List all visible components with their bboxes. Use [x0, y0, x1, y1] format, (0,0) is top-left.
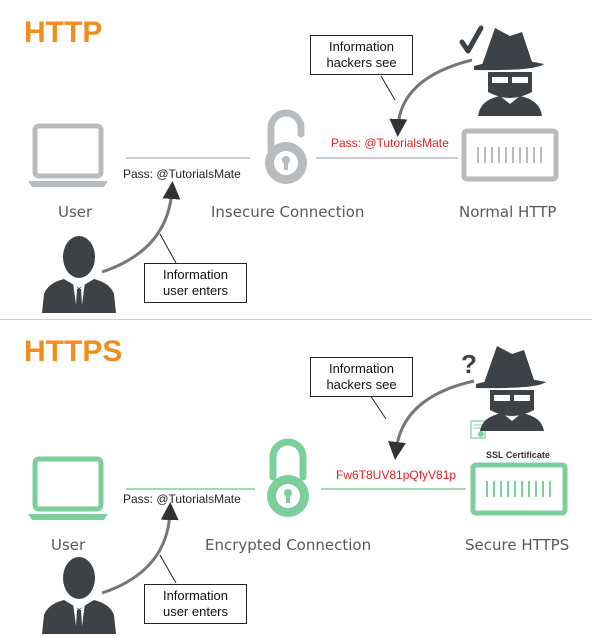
https-user-label: User — [51, 536, 86, 554]
callout-line: Information — [162, 267, 229, 282]
http-user-label: User — [58, 203, 93, 221]
https-panel: HTTPS ? Pass: @TutorialsMate Fw6T8UV81pQ… — [0, 319, 592, 638]
callout-line: user enters — [162, 283, 229, 298]
https-title: HTTPS — [24, 335, 123, 368]
question-mark-icon: ? — [461, 349, 477, 379]
https-diagram-graphics — [28, 346, 568, 634]
ssl-certificate-label: SSL Certificate — [486, 450, 550, 460]
user-input-arrow — [101, 502, 179, 595]
http-server-label: Normal HTTP — [459, 203, 557, 221]
https-hacker-callout: Information hackers see — [310, 357, 413, 397]
certificate-icon — [470, 420, 486, 439]
callout-line: Information — [162, 588, 229, 603]
person-icon — [42, 557, 116, 634]
callout-line: Information — [328, 39, 395, 54]
http-connection-label: Insecure Connection — [211, 203, 365, 221]
person-icon — [42, 236, 116, 313]
hacker-callout-pointer — [369, 394, 387, 420]
hacker-icon — [476, 346, 546, 431]
https-connection-label: Encrypted Connection — [205, 536, 372, 554]
http-hacker-callout: Information hackers see — [310, 35, 413, 75]
hacker-icon — [474, 28, 544, 116]
server-icon — [461, 128, 559, 182]
http-user-callout: Information user enters — [144, 263, 247, 303]
hacker-intercept-arrow — [389, 58, 473, 137]
https-server-label: Secure HTTPS — [465, 536, 570, 554]
laptop-icon — [28, 456, 108, 520]
callout-line: Information — [328, 361, 395, 376]
closed-padlock-icon — [267, 438, 309, 517]
open-padlock-icon — [265, 109, 307, 184]
https-user-callout: Information user enters — [144, 584, 247, 624]
http-title: HTTP — [24, 16, 103, 49]
callout-line: user enters — [162, 604, 229, 619]
callout-line: hackers see — [326, 377, 397, 392]
check-mark-icon — [459, 25, 484, 54]
user-callout-pointer — [159, 554, 177, 584]
server-icon — [470, 462, 568, 516]
http-diagram-graphics — [28, 25, 559, 313]
https-intercepted-text: Fw6T8UV81pQfyV81p — [336, 468, 457, 482]
user-callout-pointer — [159, 233, 177, 264]
section-divider — [0, 319, 592, 320]
hacker-callout-pointer — [380, 75, 396, 101]
http-panel: HTTP Pass: @TutorialsMate Pass: @Tutoria… — [24, 16, 559, 313]
laptop-icon — [28, 123, 108, 187]
http-intercepted-text: Pass: @TutorialsMate — [331, 136, 449, 150]
http-user-pass-text: Pass: @TutorialsMate — [123, 167, 241, 181]
callout-line: hackers see — [326, 55, 397, 70]
hacker-intercept-arrow — [388, 379, 475, 460]
user-input-arrow — [101, 181, 181, 274]
https-user-pass-text: Pass: @TutorialsMate — [123, 492, 241, 506]
